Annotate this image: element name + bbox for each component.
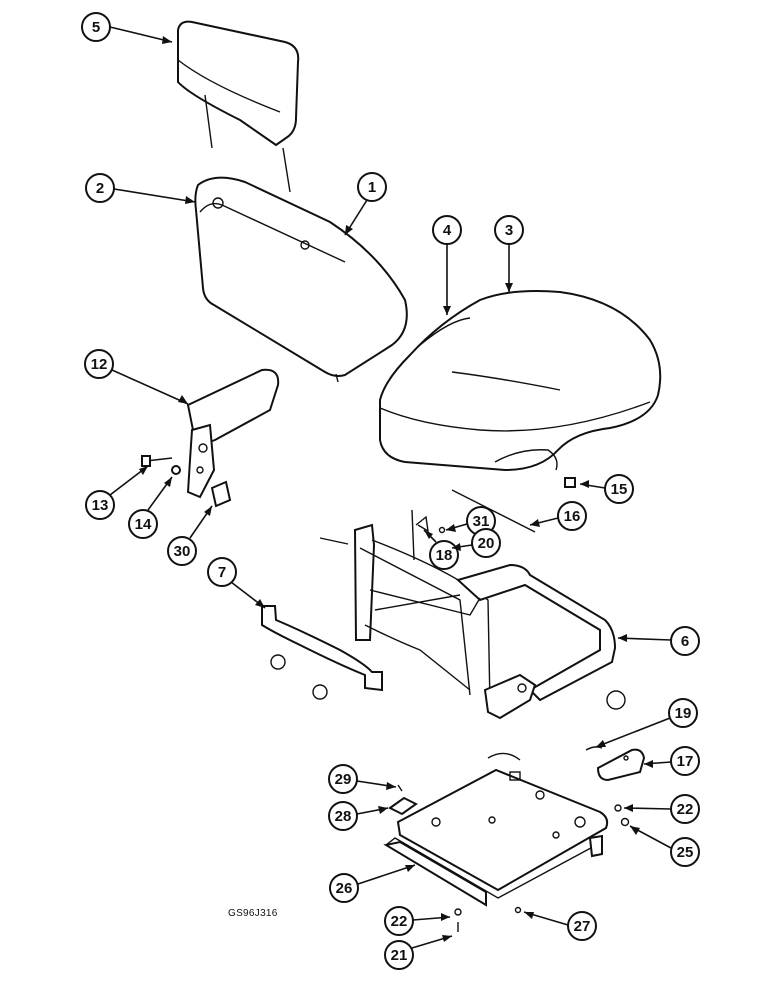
callout-label-16: 16 xyxy=(564,508,581,525)
callout-16: 16 xyxy=(529,501,587,531)
callout-label-26: 26 xyxy=(336,880,353,897)
callout-label-2: 2 xyxy=(96,180,104,197)
callout-15: 15 xyxy=(579,474,634,504)
callout-label-15: 15 xyxy=(611,481,628,498)
callout-30: 30 xyxy=(167,505,213,566)
callout-label-28: 28 xyxy=(335,808,352,825)
callout-label-3: 3 xyxy=(505,222,513,239)
seat-frame xyxy=(319,523,617,720)
backrest xyxy=(194,176,408,383)
callout-label-27: 27 xyxy=(574,918,591,935)
callout-1: 1 xyxy=(344,172,387,236)
figure-code: GS96J316 xyxy=(228,908,278,919)
callout-label-30: 30 xyxy=(174,543,191,560)
callout-label-20: 20 xyxy=(478,535,495,552)
callout-27: 27 xyxy=(523,911,597,941)
callout-14: 14 xyxy=(128,476,173,539)
callout-label-6: 6 xyxy=(681,633,689,650)
adjust-lever xyxy=(585,746,646,782)
strap xyxy=(261,605,626,710)
callout-12: 12 xyxy=(84,349,189,405)
callout-21: 21 xyxy=(384,935,453,970)
callout-label-12: 12 xyxy=(91,356,108,373)
callout-4: 4 xyxy=(432,215,462,315)
callouts: 5 2 1 4 3 12 13 xyxy=(81,12,700,970)
callout-22-top: 22 xyxy=(623,794,700,824)
callout-label-25: 25 xyxy=(677,844,694,861)
callout-label-4: 4 xyxy=(443,222,452,239)
callout-3: 3 xyxy=(494,215,524,292)
callout-label-13: 13 xyxy=(92,497,109,514)
callout-22-bottom: 22 xyxy=(384,906,451,936)
callout-20: 20 xyxy=(451,528,501,558)
callout-label-1: 1 xyxy=(368,179,376,196)
callout-7: 7 xyxy=(207,557,266,609)
callout-label-21: 21 xyxy=(391,947,408,964)
callout-6: 6 xyxy=(617,626,700,656)
callout-label-22: 22 xyxy=(677,801,694,818)
callout-13: 13 xyxy=(85,465,149,520)
callout-29: 29 xyxy=(328,764,397,794)
headrest xyxy=(177,20,300,193)
callout-19: 19 xyxy=(595,698,698,748)
callout-label-5: 5 xyxy=(92,19,100,36)
callout-label-18: 18 xyxy=(436,547,453,564)
callout-label-14: 14 xyxy=(135,516,152,533)
callout-17: 17 xyxy=(643,746,700,776)
callout-label-19: 19 xyxy=(675,705,692,722)
callout-label-17: 17 xyxy=(677,753,694,770)
callout-28: 28 xyxy=(328,801,389,831)
callout-label-31: 31 xyxy=(473,513,490,530)
callout-label-7: 7 xyxy=(218,564,226,581)
callout-26: 26 xyxy=(329,864,416,903)
callout-label-22: 22 xyxy=(391,913,408,930)
callout-label-29: 29 xyxy=(335,771,352,788)
seat-cushion xyxy=(379,290,662,472)
slide-base xyxy=(383,752,630,932)
callout-2: 2 xyxy=(85,173,196,204)
callout-25: 25 xyxy=(629,825,700,867)
armrest xyxy=(186,368,280,499)
callout-18: 18 xyxy=(423,529,459,570)
callout-5: 5 xyxy=(81,12,173,44)
